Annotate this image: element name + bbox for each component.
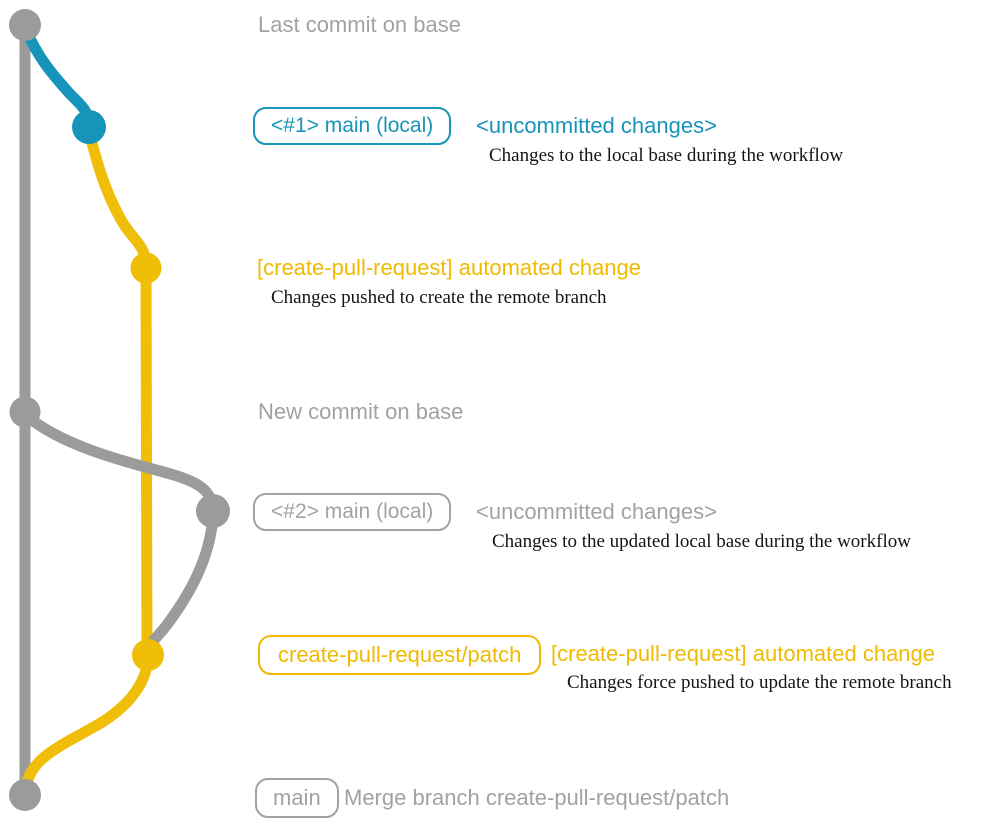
uncommitted-changes-description-2: Changes to the updated local base during…	[492, 531, 911, 552]
local-changes-edge-1	[19, 22, 95, 133]
force-push-edge	[142, 510, 219, 661]
remote-branch-edge-upper	[83, 125, 152, 274]
commit-node-automated-change-2	[132, 639, 164, 671]
commit-node-new-base	[9, 396, 41, 428]
automated-change-label-1: [create-pull-request] automated change	[257, 255, 642, 280]
automated-change-label-2: [create-pull-request] automated change	[551, 641, 936, 666]
branch-badge-main: main	[255, 778, 339, 818]
rebase-edge	[21, 410, 219, 516]
uncommitted-changes-label-2: <uncommitted changes>	[476, 499, 717, 524]
automated-change-description-1: Changes pushed to create the remote bran…	[271, 287, 607, 308]
remote-branch-line	[140, 262, 153, 661]
automated-change-description-2: Changes force pushed to update the remot…	[567, 672, 952, 693]
new-commit-label: New commit on base	[258, 399, 464, 424]
branch-badge-main-local-1: <#1> main (local)	[253, 107, 452, 145]
branch-badge-main-local-2: <#2> main (local)	[253, 493, 452, 531]
merge-commit-label: Merge branch create-pull-request/patch	[344, 785, 730, 810]
remote-branch-merge-edge	[19, 652, 154, 801]
commit-node-merge	[9, 779, 41, 811]
commit-node-last-base	[9, 9, 41, 41]
commit-node-uncommitted-2	[196, 494, 230, 528]
branch-badge-patch: create-pull-request/patch	[258, 635, 542, 675]
last-commit-label: Last commit on base	[258, 12, 461, 37]
commit-node-automated-change-1	[130, 252, 162, 284]
uncommitted-changes-label-1: <uncommitted changes>	[476, 113, 717, 138]
uncommitted-changes-description-1: Changes to the local base during the wor…	[489, 145, 844, 166]
commit-node-uncommitted-1	[72, 110, 106, 144]
